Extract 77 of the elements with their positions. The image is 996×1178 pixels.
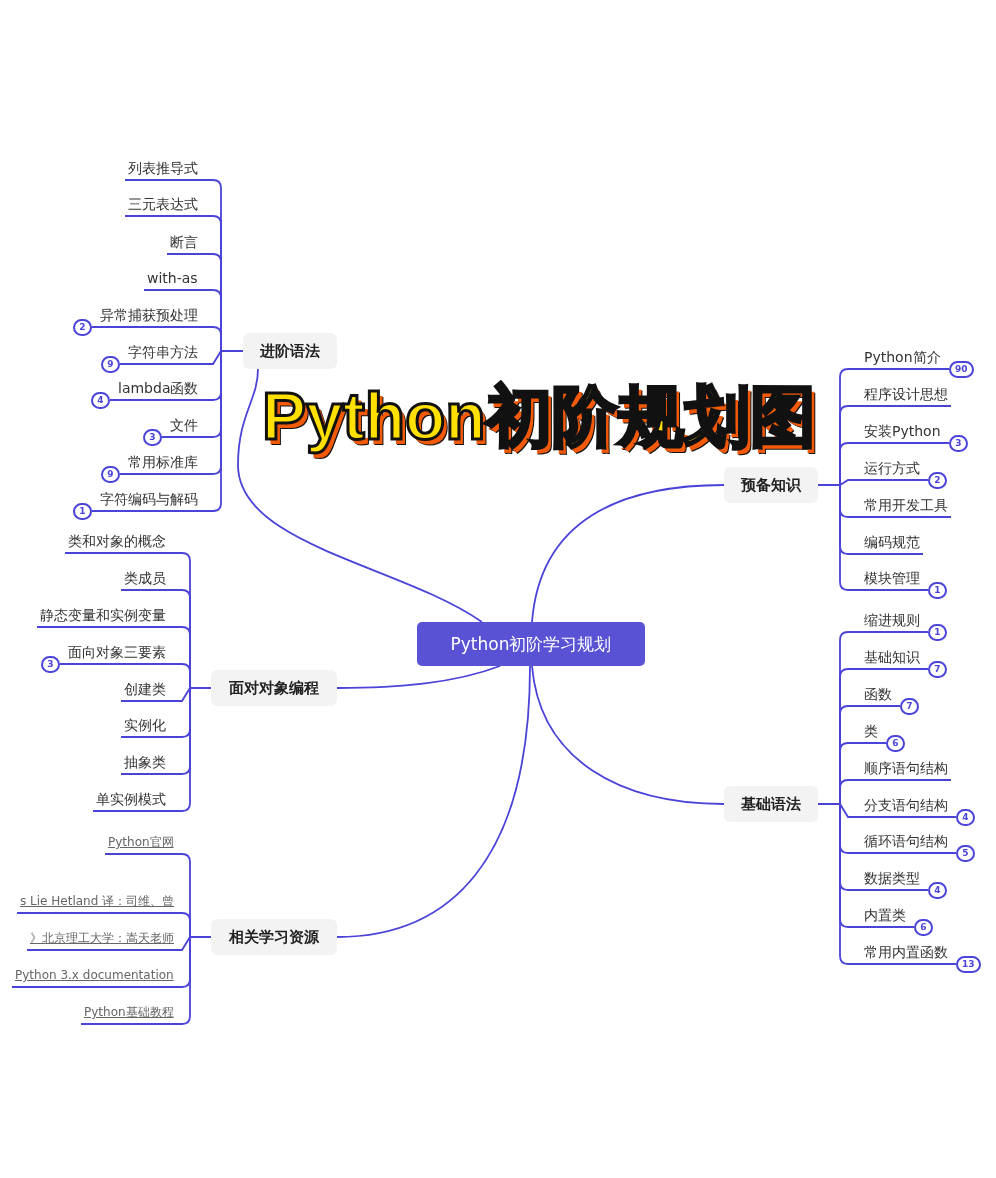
subtopic-label: 模块管理 [864,568,920,588]
count-badge: 2 [928,471,947,489]
connector-line [92,687,212,812]
subtopic-label: 数据类型 [864,868,920,888]
count-badge: 2 [73,318,92,336]
connector-line [80,936,212,1025]
count-badge: 6 [886,734,905,752]
connector-line [237,368,483,623]
connector-line [531,484,725,623]
count-badge: 6 [914,918,933,936]
count-badge: 7 [928,660,947,678]
subtopic-label: 抽象类 [124,752,166,772]
subtopic-label: 函数 [864,684,892,704]
title: Python初阶规划图 [262,378,816,455]
subtopic-label: 类和对象的概念 [68,531,166,551]
count-badge: 13 [956,955,981,973]
count-badge: 9 [101,355,120,373]
count-badge: 4 [928,881,947,899]
subtopic-label: 编码规范 [864,532,920,552]
topic-box: 预备知识 [724,467,818,503]
subtopic-label: 断言 [170,232,198,252]
subtopic-label: Python简介 [864,347,941,367]
link-text: Python 3.x documentation [15,966,174,985]
subtopic-label: 常用标准库 [128,452,198,472]
subtopic-label: 常用内置函数 [864,942,948,962]
link-text: Python基础教程 [84,1003,174,1022]
subtopic-label: 字符编码与解码 [100,489,198,509]
connector-line [336,665,501,689]
subtopic-label: 程序设计思想 [864,384,948,404]
subtopic-label: 循环语句结构 [864,831,948,851]
subtopic-label: 三元表达式 [128,194,198,214]
link-text: 》北京理工大学：嵩天老师 [30,929,174,948]
count-badge: 4 [956,808,975,826]
connector-line [336,665,531,938]
connector-line [817,803,957,965]
subtopic-label: 分支语句结构 [864,795,948,815]
count-badge: 3 [143,428,162,446]
topic-box: 相关学习资源 [211,919,337,955]
subtopic-label: 类成员 [124,568,166,588]
count-badge: 9 [101,465,120,483]
count-badge: 5 [956,844,975,862]
subtopic-label: 内置类 [864,905,906,925]
topic-box: 基础语法 [724,786,818,822]
subtopic-label: 列表推导式 [128,158,198,178]
connector-line [817,484,929,591]
subtopic-label: 常用开发工具 [864,495,948,515]
topic-box: 面对对象编程 [211,670,337,706]
count-badge: 4 [91,391,110,409]
subtopic-label: with-as [147,268,198,288]
subtopic-label: 单实例模式 [96,789,166,809]
subtopic-label: 顺序语句结构 [864,758,948,778]
count-badge: 3 [41,655,60,673]
connector-line [91,350,244,512]
count-badge: 90 [949,360,974,378]
subtopic-label: 缩进规则 [864,610,920,630]
subtopic-label: 文件 [170,415,198,435]
subtopic-label: 运行方式 [864,458,920,478]
subtopic-label: lambda函数 [118,378,199,398]
connector-line [531,665,725,805]
subtopic-label: 面向对象三要素 [68,642,166,662]
subtopic-label: 实例化 [124,715,166,735]
central-topic-box: Python初阶学习规划 [417,622,645,666]
count-badge: 1 [928,623,947,641]
subtopic-label: 静态变量和实例变量 [40,605,166,625]
subtopic-label: 创建类 [124,679,166,699]
count-badge: 1 [928,581,947,599]
count-badge: 3 [949,434,968,452]
count-badge: 7 [900,697,919,715]
subtopic-label: 类 [864,721,878,741]
count-badge: 1 [73,502,92,520]
link-text: s Lie Hetland 译：司维、曾 [20,892,175,911]
subtopic-label: 基础知识 [864,647,920,667]
subtopic-label: 异常捕获预处理 [100,305,198,325]
subtopic-label: 字符串方法 [128,342,198,362]
topic-box: 进阶语法 [243,333,337,369]
link-text: Python官网 [108,833,174,852]
subtopic-label: 安装Python [864,421,941,441]
